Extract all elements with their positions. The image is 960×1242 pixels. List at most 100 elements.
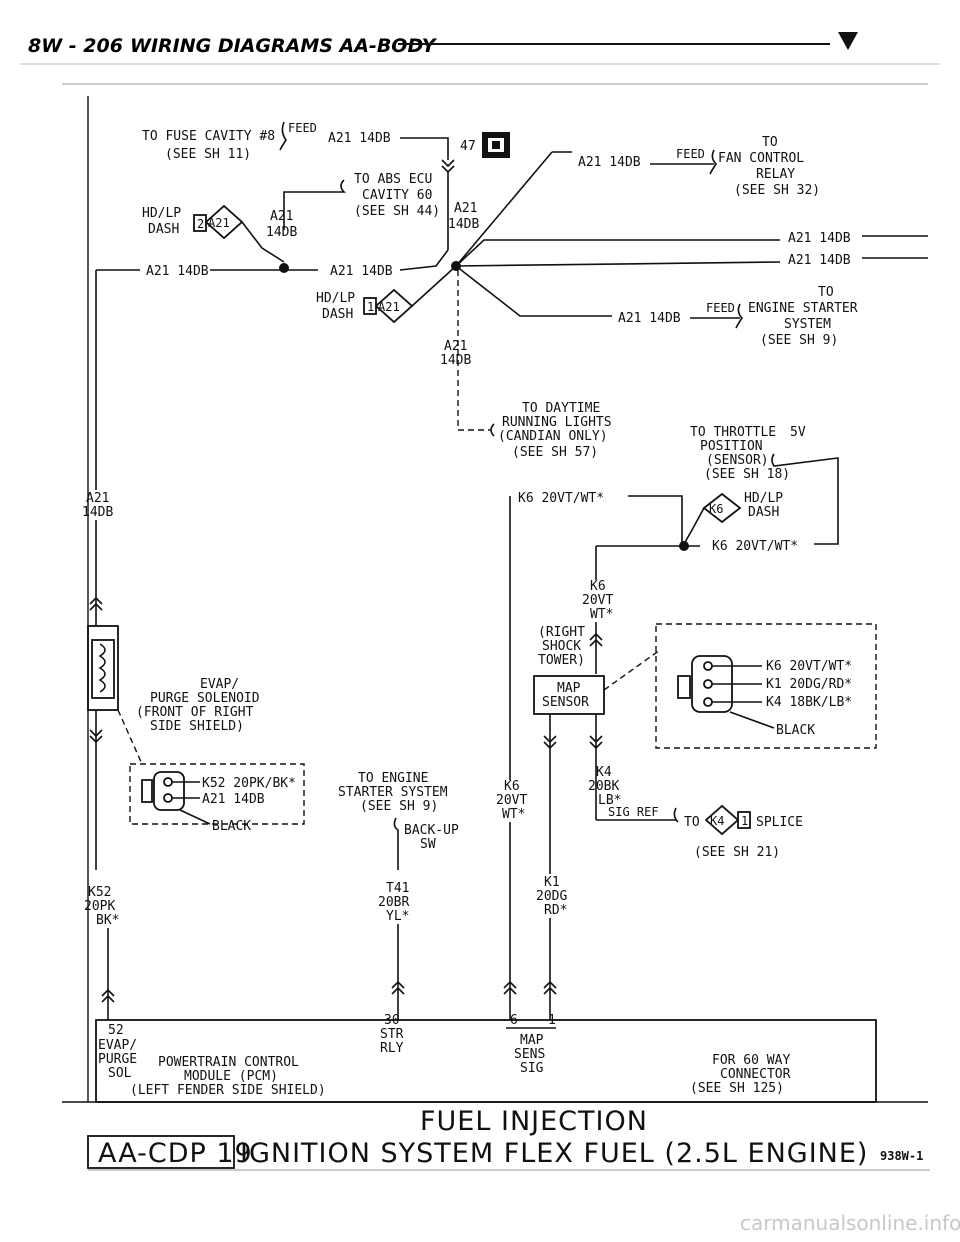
evap-label-1: EVAP/ [200, 677, 239, 692]
pcm-sig-label: SIG [520, 1061, 544, 1076]
starter-label-2: ENGINE STARTER [748, 301, 858, 316]
hdlp-label-1: HD/LP [142, 206, 181, 221]
down-triangle-icon [838, 32, 858, 50]
5v-label: 5V [790, 425, 806, 440]
pcm-cavity-6: 6 [510, 1013, 518, 1028]
solenoid-coil-icon [98, 643, 106, 693]
black-label-map: BLACK [776, 723, 815, 738]
a21-label-left-wire: A21 [86, 491, 109, 506]
k4-splice-label: K4 [710, 814, 724, 828]
wire-label-a21-starter: A21 14DB [618, 311, 681, 326]
tps-label-2: POSITION [700, 439, 763, 454]
page-header: 8W - 206 WIRING DIAGRAMS AA-BODY [20, 32, 940, 65]
k6-label-2: K6 [504, 779, 520, 794]
20br-label: 20BR [378, 895, 409, 910]
wire-label-a21-bus-mid: A21 14DB [330, 264, 393, 279]
k6-wire-label-right: K6 20VT/WT* [712, 539, 798, 554]
pin-label-a21: A21 14DB [202, 792, 265, 807]
14db-label-left-wire: 14DB [82, 505, 113, 520]
fan-label-4: (SEE SH 32) [734, 183, 820, 198]
a21-label-left: A21 [270, 209, 293, 224]
footer-subtitle: FUEL INJECTION [420, 1106, 648, 1137]
abs-label-3: (SEE SH 44) [354, 204, 440, 219]
splice-pin-1: 1 [741, 814, 748, 828]
backup-label-2: SW [420, 837, 436, 852]
map-connector-box [655, 623, 877, 749]
evap-label-4: SIDE SHIELD) [150, 719, 244, 734]
k52-label: K52 [88, 885, 111, 900]
14db-label-center: 14DB [448, 217, 479, 232]
drl-label-3: (CANDIAN ONLY) [498, 429, 608, 444]
page-title: WIRING DIAGRAMS AA-BODY [130, 35, 438, 57]
yl-label: YL* [386, 909, 409, 924]
pin-label-k52: K52 20PK/BK* [202, 776, 296, 791]
evap-label-2: PURGE SOLENOID [150, 691, 260, 706]
evap-solenoid-box [87, 625, 119, 711]
connector-pin-2: 2 [197, 217, 204, 231]
20pk-label: 20PK [84, 899, 115, 914]
pcm-map-label: MAP [520, 1033, 544, 1048]
wire-label-a21-top: A21 14DB [328, 131, 391, 146]
t41-label: T41 [386, 881, 409, 896]
shock-label-2: SHOCK [542, 639, 581, 654]
shock-label-1: (RIGHT [538, 625, 585, 640]
to-label: TO [684, 815, 700, 830]
20bk-label: 20BK [588, 779, 619, 794]
20vt-label-1: 20VT [582, 593, 613, 608]
pin-label-k1: K1 20DG/RD* [766, 677, 852, 692]
black-label-evap: BLACK [212, 819, 251, 834]
footer-code: AA-CDP 19 [98, 1138, 253, 1169]
pin-label-k4: K4 18BK/LB* [766, 695, 852, 710]
feed-label-1: FEED [288, 121, 317, 135]
14db-label-drl: 14DB [440, 353, 471, 368]
fuse-cavity-label: TO FUSE CAVITY #8 [142, 129, 275, 144]
pcm-name-3: (LEFT FENDER SIDE SHIELD) [130, 1083, 326, 1098]
pcm-evap-label: EVAP/ [98, 1038, 137, 1053]
k1-label: K1 [544, 875, 560, 890]
fuse-cavity-sheet: (SEE SH 11) [165, 147, 251, 162]
pcm-str-label: STR [380, 1027, 404, 1042]
pcm-rly-label: RLY [380, 1041, 404, 1056]
feed-label-2: FEED [676, 147, 705, 161]
splice-dot-1 [279, 263, 289, 273]
evap-connector-icon [153, 771, 185, 811]
starter-label-4: (SEE SH 9) [760, 333, 838, 348]
evap-connector-box [129, 763, 305, 825]
k4-label: K4 [596, 765, 612, 780]
connector-a21-1: A21 [208, 216, 230, 230]
shock-label-3: TOWER) [538, 653, 585, 668]
20vt-label-2: 20VT [496, 793, 527, 808]
pcm-cavity-30: 30 [384, 1013, 400, 1028]
drl-label-4: (SEE SH 57) [512, 445, 598, 460]
rd-label: RD* [544, 903, 567, 918]
pcm-sens-label: SENS [514, 1047, 545, 1062]
abs-label-1: TO ABS ECU [354, 172, 432, 187]
watermark: carmanualsonline.info [740, 1211, 960, 1235]
pcm-cavity-52: 52 [108, 1023, 124, 1038]
connector-60-label-1: FOR 60 WAY [712, 1053, 790, 1068]
connector-60-label-2: CONNECTOR [720, 1067, 791, 1082]
dash-label-2: DASH [322, 307, 353, 322]
footer-code-box [87, 1135, 235, 1169]
wire-label-a21-right-2: A21 14DB [788, 253, 851, 268]
evap-label-3: (FRONT OF RIGHT [136, 705, 254, 720]
k6-wire-label-top: K6 20VT/WT* [518, 491, 604, 506]
backup-label-1: BACK-UP [404, 823, 459, 838]
abs-label-2: CAVITY 60 [362, 188, 432, 203]
k6-connector-diamond [702, 492, 742, 524]
pcm-purge-label: PURGE [98, 1052, 137, 1067]
wire-label-a21-fan: A21 14DB [578, 155, 641, 170]
bk-label: BK* [96, 913, 119, 928]
tps-label-3: (SENSOR) [706, 453, 769, 468]
es-label-2: STARTER SYSTEM [338, 785, 448, 800]
splice-see-label: (SEE SH 21) [694, 845, 780, 860]
drl-label-2: RUNNING LIGHTS [502, 415, 612, 430]
a21-label-drl: A21 [444, 339, 467, 354]
map-label-1: MAP [557, 681, 581, 696]
wt-label-1: WT* [590, 607, 613, 622]
es-label-1: TO ENGINE [358, 771, 428, 786]
fan-label-1: TO [762, 135, 778, 150]
pcm-sol-label: SOL [108, 1066, 132, 1081]
starter-label-3: SYSTEM [784, 317, 831, 332]
